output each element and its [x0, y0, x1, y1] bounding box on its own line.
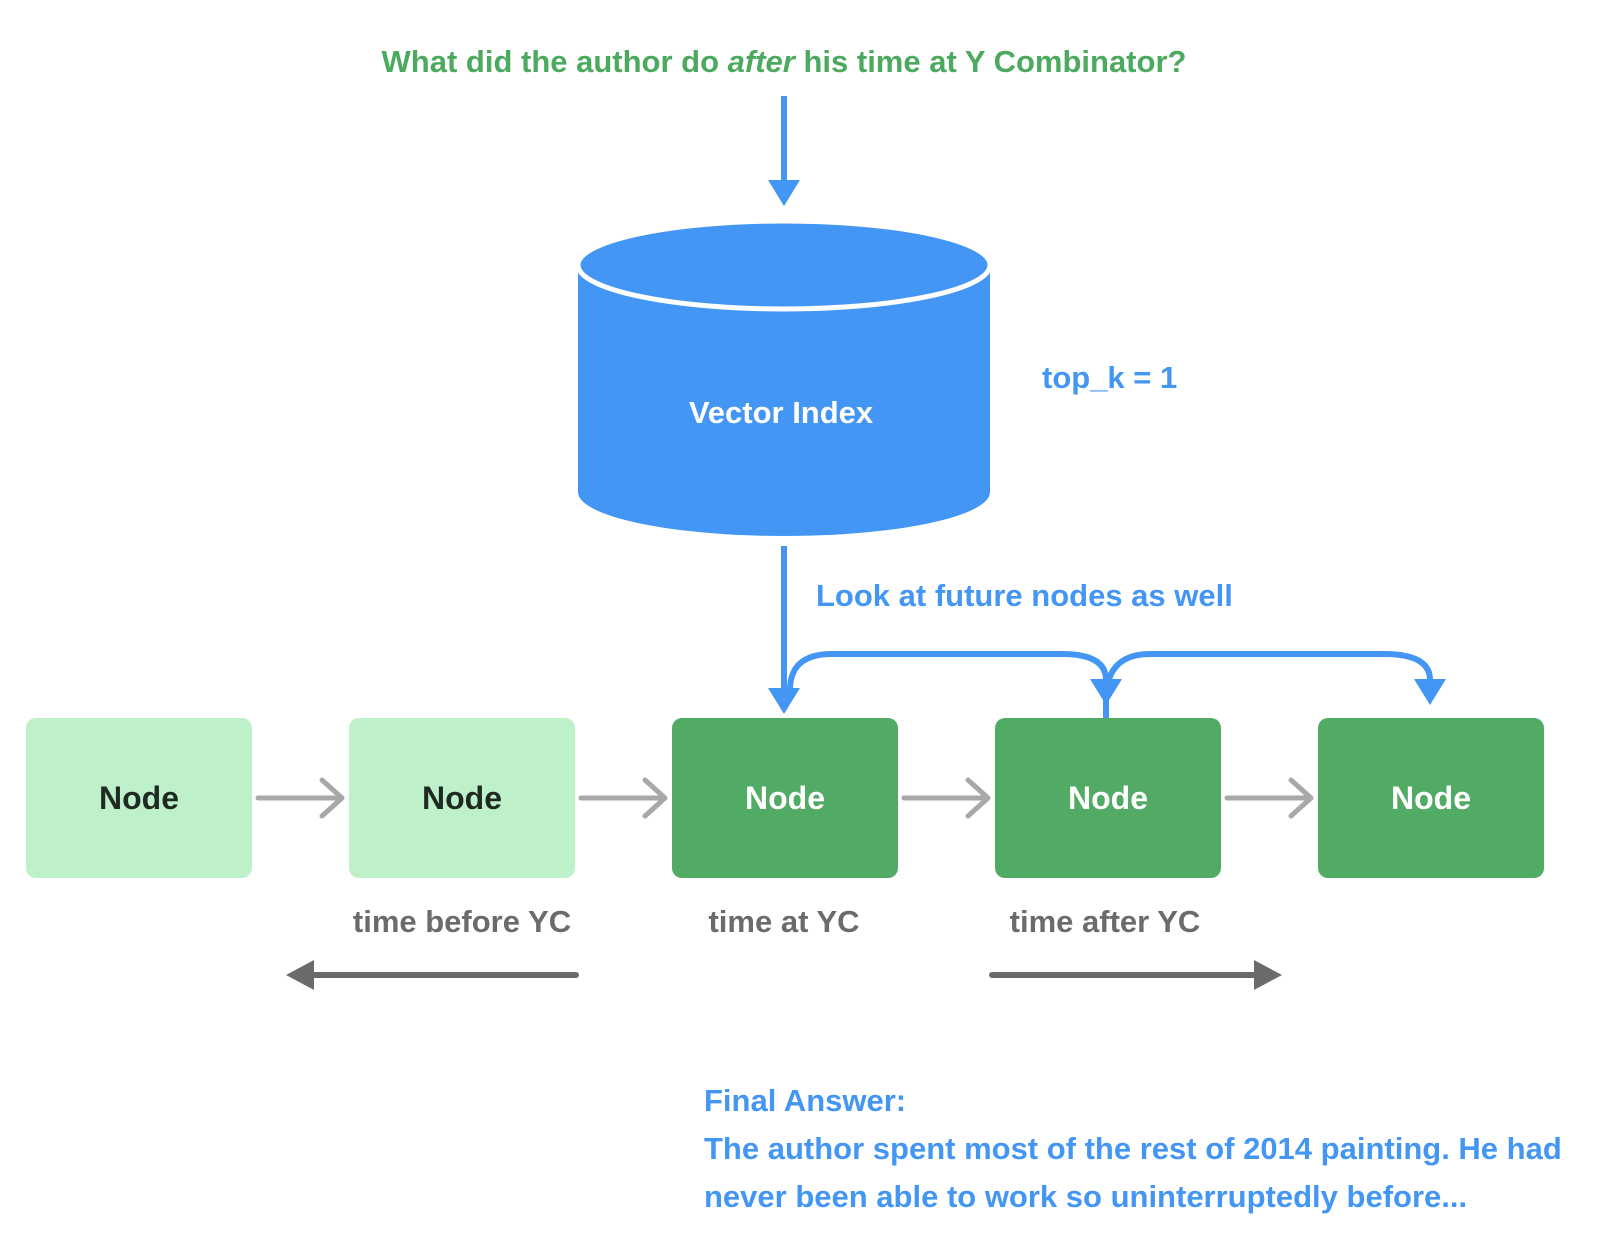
lookahead-label: Look at future nodes as well: [816, 578, 1233, 613]
node-5: Node: [1318, 718, 1544, 878]
time-before-yc-label: time before YC: [352, 904, 572, 939]
past-direction-arrow: [286, 960, 579, 990]
node-3: Node: [672, 718, 898, 878]
final-answer: Final Answer: The author spent most of t…: [704, 1077, 1604, 1221]
node-connector: [578, 777, 668, 819]
final-answer-line-2: never been able to work so uninterrupted…: [704, 1179, 1468, 1214]
query-arrow: [768, 96, 800, 206]
node-1: Node: [26, 718, 252, 878]
lookahead-arrowhead-2: [1414, 679, 1446, 705]
node-connector: [255, 777, 345, 819]
final-answer-line-1: The author spent most of the rest of 201…: [704, 1131, 1562, 1166]
lookahead-arrow-1: [787, 651, 1109, 691]
future-direction-arrow: [989, 960, 1282, 990]
question-emphasis: after: [727, 44, 795, 79]
node-4: Node: [995, 718, 1221, 878]
vector-index-label: Vector Index: [688, 395, 874, 430]
time-at-yc-label: time at YC: [708, 904, 860, 939]
question-text: What did the author do after his time at…: [0, 44, 1568, 80]
node-connector: [1224, 777, 1314, 819]
retrieval-arrow: [768, 546, 800, 714]
lookahead-arrow-2: [1103, 651, 1433, 718]
question-part-2: his time at Y Combinator?: [794, 44, 1187, 79]
node-connector: [901, 777, 991, 819]
vector-index-cylinder: [575, 218, 993, 536]
top-k-label: top_k = 1: [1042, 360, 1178, 395]
time-after-yc-label: time after YC: [1009, 904, 1201, 939]
final-answer-heading: Final Answer:: [704, 1083, 907, 1118]
question-part-1: What did the author do: [381, 44, 728, 79]
node-2: Node: [349, 718, 575, 878]
